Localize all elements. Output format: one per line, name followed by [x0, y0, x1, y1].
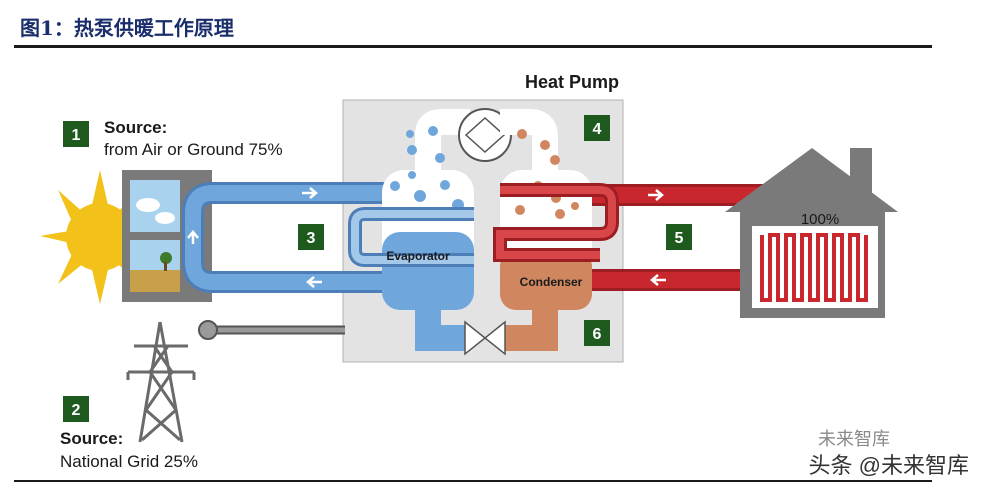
badge-2: 2 — [63, 396, 89, 422]
svg-text:2: 2 — [72, 402, 81, 419]
badge-3: 3 — [298, 224, 324, 250]
badge-4: 4 — [584, 115, 610, 141]
evaporator-label: Evaporator — [386, 249, 450, 263]
house-output-percent: 100% — [801, 211, 839, 228]
heat-pump-label: Heat Pump — [525, 72, 619, 92]
figure-title: 图1：热泵供暖工作原理 — [20, 16, 234, 40]
watermark-faint: 未来智库 — [818, 429, 890, 449]
svg-text:6: 6 — [593, 326, 602, 343]
svg-text:1: 1 — [72, 127, 81, 144]
badge-5: 5 — [666, 224, 692, 250]
source1-title: Source: — [104, 118, 167, 137]
svg-text:3: 3 — [307, 230, 316, 247]
refrigerant-cold-side — [382, 109, 474, 351]
power-cable — [198, 320, 345, 340]
source2-title: Source: — [60, 429, 123, 448]
title-rule — [14, 45, 932, 48]
expansion-valve-icon — [464, 320, 506, 356]
cold-loop-arrows — [187, 187, 322, 288]
condenser-coil — [493, 183, 619, 262]
bottom-rule — [14, 480, 932, 482]
evaporator-coil — [348, 207, 474, 267]
watermark: 头条 @未来智库 — [808, 453, 969, 478]
condenser-label: Condenser — [520, 275, 583, 289]
badge-1: 1 — [63, 121, 89, 147]
svg-text:4: 4 — [593, 121, 602, 138]
source2-subtitle: National Grid 25% — [60, 452, 198, 471]
badge-6: 6 — [584, 320, 610, 346]
radiator-icon — [760, 233, 868, 302]
source1-subtitle: from Air or Ground 75% — [104, 140, 283, 159]
svg-text:5: 5 — [675, 230, 684, 247]
electricity-pylon-icon — [126, 321, 196, 443]
